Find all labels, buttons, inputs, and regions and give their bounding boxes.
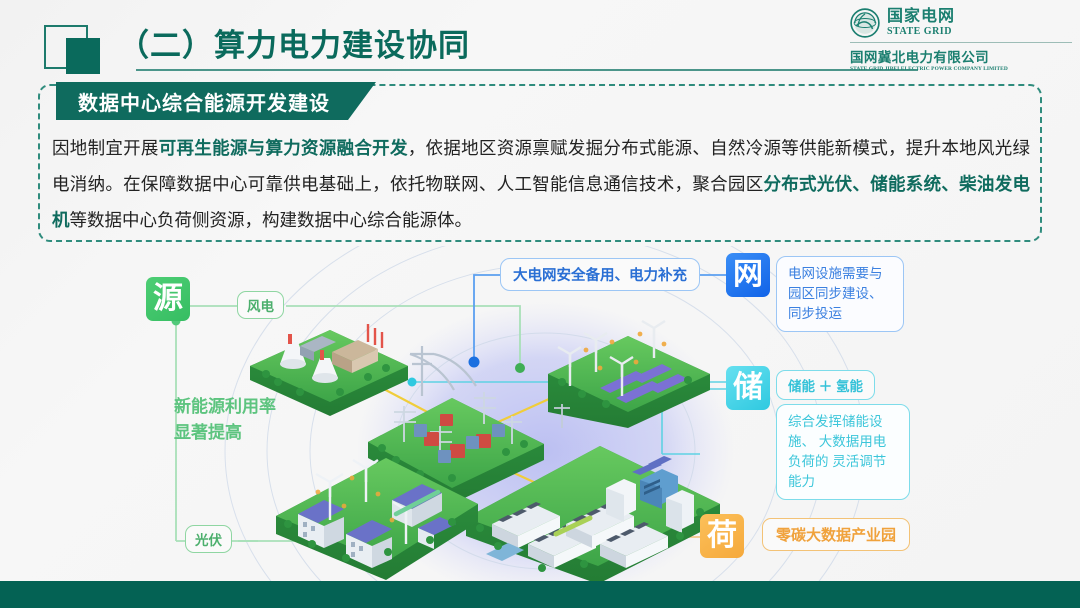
storage-node-dot xyxy=(407,377,417,387)
transmission-tower-mini xyxy=(554,404,570,428)
footer-bar xyxy=(0,581,1080,608)
body-highlight-2: 分布式光伏、储能系统、柴油发电机 xyxy=(52,174,1031,230)
green-belt xyxy=(553,515,593,537)
wind-turbines xyxy=(557,319,666,396)
island-distributed-pv xyxy=(276,458,478,580)
office-towers xyxy=(606,469,694,533)
pv-houses xyxy=(298,484,456,568)
body-highlight-1: 可再生能源与算力资源融合开发 xyxy=(158,138,408,158)
village-wind-turbines xyxy=(315,458,419,544)
body-seg-3: 等数据中心负荷侧资源，构建数据中心综合能源体。 xyxy=(69,210,473,230)
note-renewable-utilization: 新能源利用率 显著提高 xyxy=(174,397,276,442)
label-grid-backup[interactable]: 大电网安全备用、电力补充 xyxy=(500,258,700,291)
island-wind-farm xyxy=(548,319,710,428)
source-connectors xyxy=(175,305,521,542)
island-substation xyxy=(368,392,544,504)
rooftop-solar xyxy=(632,456,672,475)
body-seg-2: ，依据地区资源禀赋发掘分布式能源、自然冷源等供能新模式，提升本地风光绿电消纳。在… xyxy=(52,138,1031,194)
logo-company-cn: 国网冀北电力有限公司 xyxy=(850,50,989,65)
callout-box xyxy=(38,84,1042,242)
badge-grid[interactable]: 网 xyxy=(726,253,770,297)
island-thermal-plant xyxy=(250,324,408,416)
logo-cn-name: 国家电网 xyxy=(887,8,956,26)
state-grid-emblem-icon xyxy=(850,8,880,38)
body-seg-1: 因地制宜开展 xyxy=(52,138,159,158)
label-wind[interactable]: 风电 xyxy=(237,291,284,319)
grid-node-dot xyxy=(468,356,480,368)
page-title: （二）算力电力建设协同 xyxy=(118,28,470,63)
callout-banner: 数据中心综合能源开发建设 xyxy=(56,82,376,120)
diagram-canvas xyxy=(171,246,866,581)
energy-flow-diagram: 源 网 储 荷 风电 光伏 大电网安全备用、电力补充 储能 ＋ 氢能 零碳大数据… xyxy=(0,246,1080,581)
badge-storage[interactable]: 储 xyxy=(726,366,770,410)
cooling-pond xyxy=(486,543,524,561)
decorative-square-solid xyxy=(66,38,100,74)
label-storage-hydrogen[interactable]: 储能 ＋ 氢能 xyxy=(776,370,876,400)
badge-load[interactable]: 荷 xyxy=(700,514,744,558)
smokestacks xyxy=(366,324,384,348)
callout-body: 因地制宜开展可再生能源与算力资源融合开发，依据地区资源禀赋发掘分布式能源、自然冷… xyxy=(52,130,1030,238)
title-divider xyxy=(136,69,918,71)
transmission-tower-left xyxy=(409,346,477,396)
transformers xyxy=(414,414,505,463)
badge-source[interactable]: 源 xyxy=(146,277,190,321)
state-grid-logo: 国家电网 STATE GRID 国网冀北电力有限公司 STATE GRID JI… xyxy=(850,8,1072,72)
logo-divider xyxy=(850,42,1072,43)
logo-company-en: STATE GRID JIBEI ELECTRIC POWER COMPANY … xyxy=(850,66,1008,72)
note-grid: 电网设施需要与 园区同步建设、 同步投运 xyxy=(776,256,904,332)
logo-en-name: STATE GRID xyxy=(887,25,952,37)
note-storage: 综合发挥储能设施、 大数据用电负荷的 灵活调节能力 xyxy=(776,404,910,500)
label-pv[interactable]: 光伏 xyxy=(185,525,232,553)
wind-node-dot xyxy=(515,363,525,373)
island-data-center-park xyxy=(466,446,720,581)
label-zero-carbon-park[interactable]: 零碳大数据产业园 xyxy=(762,518,911,551)
